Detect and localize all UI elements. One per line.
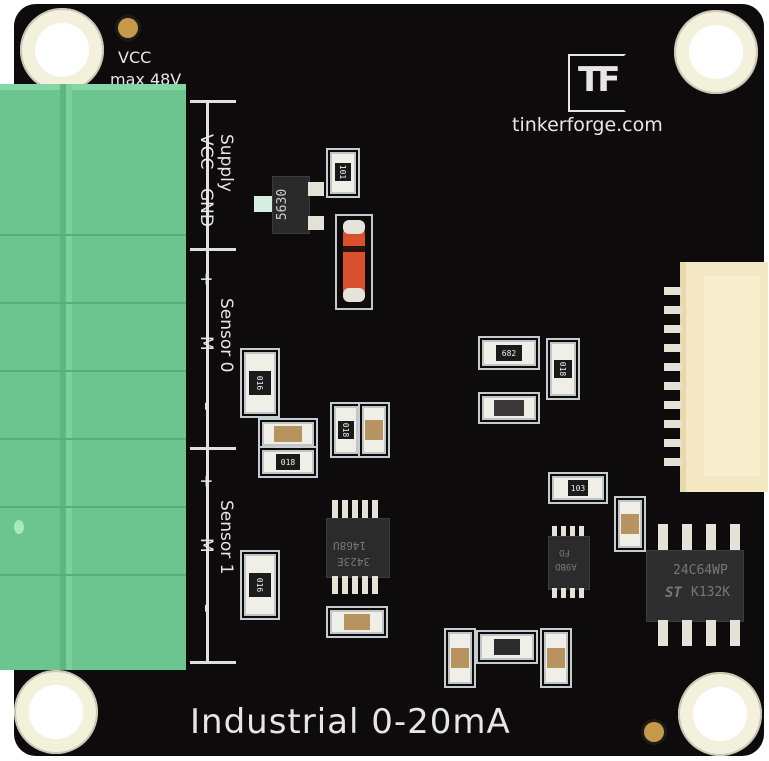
capacitor-body <box>451 648 469 668</box>
capacitor <box>330 610 384 634</box>
sensor1-label: Sensor 1 <box>216 500 236 575</box>
transistor-marking: 5630 <box>275 188 291 221</box>
capacitor-body <box>547 648 565 668</box>
supply-label: Supply <box>216 134 236 192</box>
divider-line <box>190 661 236 664</box>
capacitor <box>448 632 472 684</box>
brand-url: tinkerforge.com <box>512 114 663 136</box>
resistor-101: 101 <box>330 152 356 194</box>
capacitor <box>362 406 386 454</box>
small-ic: FD A9BD <box>548 536 590 590</box>
resistor-marking: 018 <box>554 360 572 378</box>
capacitor-body <box>621 514 639 534</box>
resistor-682: 682 <box>482 340 536 366</box>
resistor-marking: 016 <box>249 371 271 395</box>
adc-ic: 1468U 3423E <box>326 518 390 578</box>
resistor-103: 103 <box>552 476 604 500</box>
capacitor-body <box>494 400 524 416</box>
divider-line <box>206 248 209 448</box>
sensor0-minus: – <box>196 402 216 411</box>
resistor <box>480 634 534 660</box>
resistor-018-right: 018 <box>550 342 576 396</box>
divider-line <box>190 248 236 251</box>
resistor-marking: 018 <box>276 454 300 470</box>
transistor-pin <box>308 182 324 196</box>
sensor1-minus: – <box>196 604 216 613</box>
resistor-marking: 101 <box>335 163 351 181</box>
sot23-transistor: 5630 <box>272 176 310 234</box>
via-pad-top <box>118 18 138 38</box>
divider-line <box>206 100 209 250</box>
eeprom-marking-1: 24C64WP <box>673 563 728 578</box>
mounting-hole-top-left <box>20 8 104 92</box>
vcc-label: VCC <box>118 48 152 67</box>
melf-diode <box>335 214 373 310</box>
capacitor-body <box>365 420 383 440</box>
mounting-hole-bottom-left <box>14 670 98 754</box>
capacitor <box>262 422 314 446</box>
logo-letters: TF <box>578 60 620 100</box>
resistor-marking: 016 <box>249 573 271 597</box>
adc-marking-2: 3423E <box>337 555 371 568</box>
sensor1-m: M <box>196 538 216 553</box>
bricklet-connector[interactable] <box>680 262 768 492</box>
divider-line <box>206 447 209 663</box>
transistor-pin <box>308 216 324 230</box>
capacitor-body <box>344 614 370 630</box>
capacitor <box>618 500 642 548</box>
capacitor-body <box>274 426 302 442</box>
mounting-hole-bottom-right <box>678 672 762 756</box>
small-ic-marking-2: A9BD <box>555 561 577 571</box>
resistor-marking: 018 <box>338 421 354 439</box>
supply-vcc-label: VCC <box>196 134 216 170</box>
transistor-pin <box>254 196 272 212</box>
sensor0-m: M <box>196 336 216 351</box>
sensor0-plus: + <box>196 272 216 287</box>
resistor-016-sensor1: 016 <box>244 554 276 616</box>
eeprom-ic: 24C64WP ST K132K <box>646 550 744 622</box>
divider-line <box>190 447 236 450</box>
supply-gnd-label: GND <box>196 188 216 227</box>
small-ic-marking-1: FD <box>559 547 570 557</box>
mounting-hole-top-right <box>674 10 758 94</box>
eeprom-st-logo: ST <box>665 585 682 601</box>
resistor-018-left: 018 <box>262 450 314 474</box>
resistor-body <box>494 639 520 655</box>
tinkerforge-logo: TF <box>568 54 626 112</box>
capacitor <box>482 396 536 420</box>
eeprom-marking-2: K132K <box>691 585 731 600</box>
resistor-016-sensor0: 016 <box>244 352 276 414</box>
sensor1-plus: + <box>196 474 216 489</box>
resistor-018-mid: 018 <box>334 406 358 454</box>
via-pad-bottom <box>644 722 664 742</box>
resistor-marking: 682 <box>496 345 522 361</box>
product-name: Industrial 0-20mA <box>190 702 511 742</box>
divider-line <box>190 100 236 103</box>
capacitor <box>544 632 568 684</box>
resistor-marking: 103 <box>568 480 588 496</box>
screw-terminal-block[interactable] <box>0 84 186 670</box>
sensor0-label: Sensor 0 <box>216 298 236 373</box>
adc-marking-1: 1468U <box>333 539 367 552</box>
